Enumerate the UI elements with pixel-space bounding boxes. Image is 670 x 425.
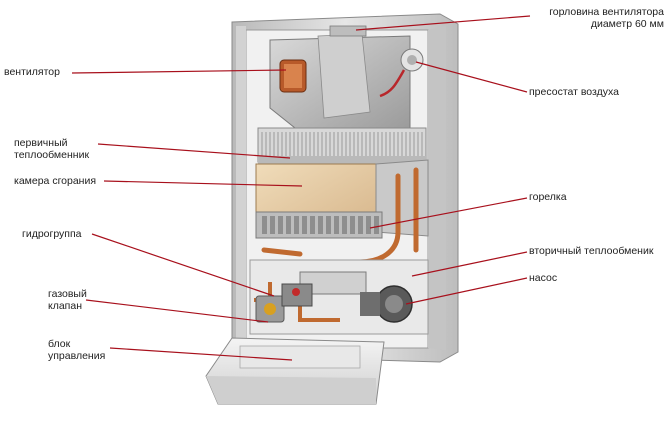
label-gas-valve-line2: клапан [48, 300, 87, 312]
label-secondary-heat-exchanger: вторичный теплообменик [529, 245, 653, 257]
label-combustion-chamber: камера сгорания [14, 175, 96, 187]
heat-exchanger-fins [262, 132, 422, 156]
label-gas-valve-line1: газовый [48, 288, 87, 300]
label-primary-line1: первичный [14, 137, 89, 149]
label-air-pressure-switch: пресостат воздуха [529, 86, 619, 98]
label-control-unit: блок управления [48, 338, 105, 362]
label-gas-valve: газовый клапан [48, 288, 87, 312]
label-hydro-group: гидрогруппа [22, 228, 82, 240]
label-pump: насос [529, 272, 557, 284]
burner [256, 212, 382, 238]
fan-motor [280, 60, 306, 92]
label-primary-heat-exchanger: первичный теплообменник [14, 137, 89, 161]
label-control-unit-line1: блок [48, 338, 105, 350]
label-fan-neck-line2: диаметр 60 мм [468, 18, 664, 30]
primary-heat-exchanger [258, 128, 426, 164]
label-primary-line2: теплообменник [14, 149, 89, 161]
hydro-group [282, 284, 312, 306]
label-control-unit-line2: управления [48, 350, 105, 362]
label-fan: вентилятор [4, 66, 60, 78]
gas-valve [256, 296, 284, 322]
burner-bars [262, 216, 379, 234]
label-burner: горелка [529, 191, 567, 203]
control-panel [206, 338, 384, 404]
label-fan-neck: горловина вентилятора диаметр 60 мм [468, 6, 664, 30]
label-fan-neck-line1: горловина вентилятора [468, 6, 664, 18]
